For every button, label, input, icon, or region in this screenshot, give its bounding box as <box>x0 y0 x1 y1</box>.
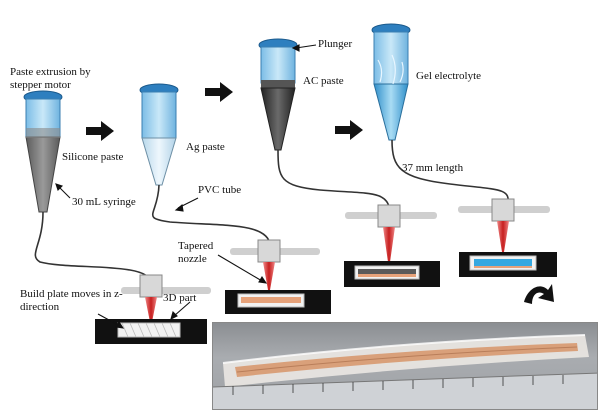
arrow-right-icon <box>335 120 363 140</box>
label-3d-part: 3D part <box>163 292 197 304</box>
label-gel-electrolyte: Gel electrolyte <box>416 70 482 82</box>
station-2 <box>225 239 331 314</box>
printed-part <box>474 259 532 267</box>
station-4 <box>458 198 557 277</box>
label-silicone-paste: Silicone paste <box>62 151 124 163</box>
syringe-silicone <box>23 90 63 213</box>
plunger-head <box>261 80 295 88</box>
device-photo <box>212 322 598 410</box>
syringe-ac <box>258 38 298 151</box>
label-plunger: Plunger <box>318 38 353 50</box>
curved-arrow-icon <box>524 284 554 304</box>
arrow-right-icon <box>205 82 233 102</box>
arrow-right-icon <box>86 121 114 141</box>
label-pvc-tube: PVC tube <box>198 184 242 196</box>
label-syringe: 30 mL syringe <box>72 196 136 208</box>
label-paste-extrusion: Paste extrusion by stepper motor <box>10 66 91 91</box>
syringe-gel <box>371 23 411 141</box>
printed-part <box>358 274 416 277</box>
label-build-plate: Build plate moves in z-direction <box>20 288 123 313</box>
label-length: 37 mm length <box>402 162 464 174</box>
label-ac-paste: AC paste <box>303 75 344 87</box>
label-tapered-nozzle: Tapered nozzle <box>178 240 214 265</box>
label-ag-paste: Ag paste <box>186 141 225 153</box>
process-arrows <box>86 82 363 141</box>
pvc-tubes <box>34 139 509 283</box>
printed-part <box>241 297 301 303</box>
station-3 <box>344 204 440 287</box>
syringe-ag <box>139 83 179 186</box>
callout-arrows <box>55 44 317 329</box>
